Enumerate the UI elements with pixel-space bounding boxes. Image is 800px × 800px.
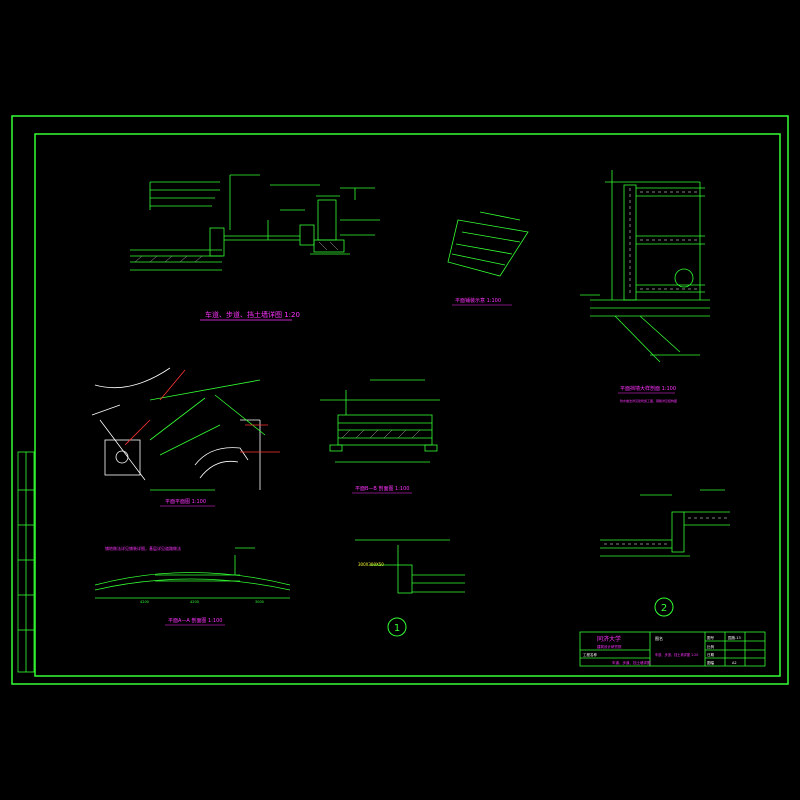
step-spec: 300X300X50 bbox=[358, 562, 384, 567]
outer-frame bbox=[11, 115, 789, 685]
section-a bbox=[94, 547, 291, 599]
wall-section bbox=[580, 170, 710, 363]
title-block-no-label: 图号 bbox=[707, 635, 715, 640]
title-block-drawing-title: 车道、步道、挡土墙详图 1:20 bbox=[655, 652, 698, 657]
title-block-sheet-label: 图幅 bbox=[707, 660, 715, 665]
title-block-company: 同济大学 bbox=[597, 635, 621, 643]
revision-strip bbox=[17, 451, 35, 673]
title-block-drawing-no: 园施-13 bbox=[728, 635, 741, 640]
title-block-drawing-label: 图名 bbox=[655, 635, 663, 641]
section-b bbox=[320, 379, 440, 463]
title-block-sheet: A2 bbox=[732, 661, 737, 665]
title-block-date-label: 日期 bbox=[707, 652, 715, 657]
wall-section-title: 平面挡墙大样剖面 1:100 bbox=[620, 385, 676, 392]
wall-hatch bbox=[629, 188, 700, 296]
detail-1-number: 1 bbox=[394, 623, 400, 634]
roadway-hatch bbox=[134, 241, 339, 263]
detail-2-hatch bbox=[604, 517, 728, 545]
plan-view-red bbox=[124, 369, 280, 453]
detail-2-drawing bbox=[600, 489, 730, 557]
section-b-hatch bbox=[341, 429, 421, 439]
title-block-scale-label: 比例 bbox=[707, 644, 715, 649]
inner-frame bbox=[34, 133, 781, 677]
section-a-note: 铺地做法详见铺装详图，基层详见道路做法 bbox=[105, 545, 181, 551]
title-block-company-sub: 建筑设计研究院 bbox=[597, 644, 622, 649]
plan-view-green bbox=[149, 379, 266, 491]
section-a-dim-1: 4200 bbox=[140, 600, 149, 604]
plan-view bbox=[91, 367, 261, 490]
paving-plan-title: 平面铺装示意 1:100 bbox=[455, 297, 501, 304]
section-b-title: 平面B—B 剖面图 1:100 bbox=[355, 485, 409, 492]
plan-title: 平面平面图 1:100 bbox=[165, 499, 206, 505]
section-a-dim-3: 3000 bbox=[255, 600, 264, 604]
detail-2-number: 2 bbox=[661, 603, 667, 614]
roadway-detail bbox=[130, 174, 380, 271]
section-a-dim-2: 4200 bbox=[190, 600, 199, 604]
detail-2-marker bbox=[654, 597, 674, 617]
title-block-drawing-name: 车道、步道、挡土墙详图 bbox=[612, 660, 651, 665]
wall-section-note: 防水做法详见建筑施工图，钢筋详见结构图 bbox=[620, 398, 677, 403]
detail-1-marker bbox=[387, 617, 407, 637]
section-a-title: 平面A—A 剖面图 1:100 bbox=[168, 617, 222, 624]
top-left-title: 车道、步道、挡土墙详图 1:20 bbox=[205, 310, 300, 319]
detail-1-drawing bbox=[355, 539, 465, 594]
paving-plan bbox=[447, 211, 529, 277]
title-block bbox=[579, 631, 766, 667]
title-block-project-label: 工程名称 bbox=[583, 652, 597, 657]
